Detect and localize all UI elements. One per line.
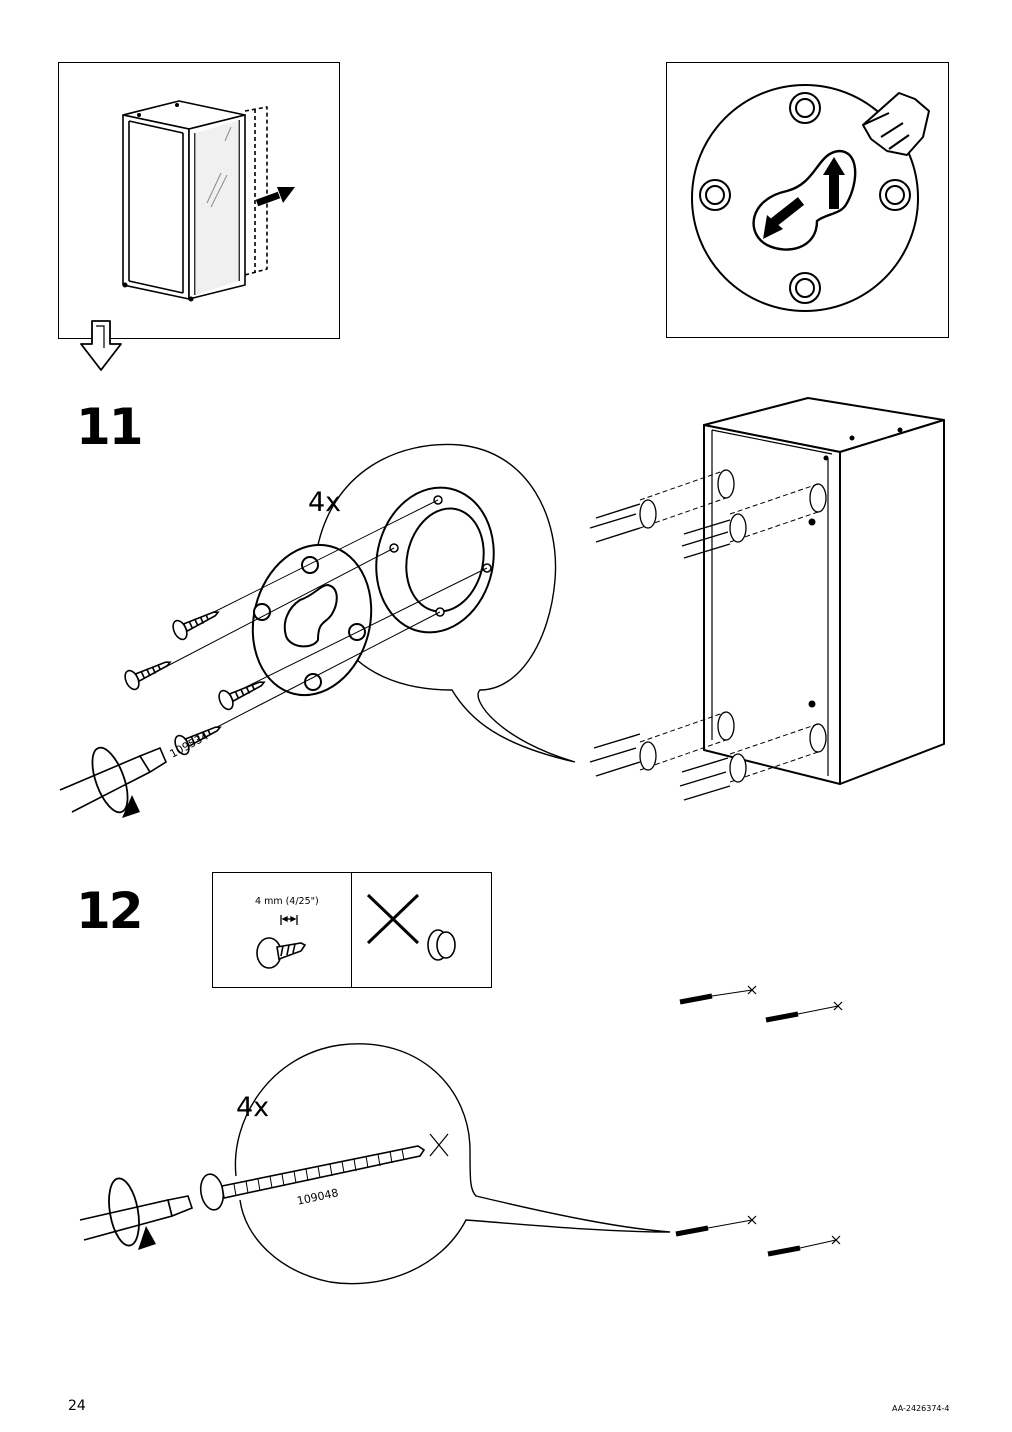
x-mark-icon	[366, 893, 456, 961]
hand-pointing-icon	[862, 92, 930, 156]
screw-with-cap-icon	[256, 915, 307, 969]
mounting-plate-illustration	[691, 84, 930, 312]
page-number: 24	[68, 1398, 86, 1414]
screwdriver-icon	[59, 746, 168, 813]
screw-109048	[199, 1145, 426, 1211]
step-12-illustration	[79, 985, 843, 1285]
mounting-plate-detail-panel	[666, 62, 949, 338]
screwdriver-icon	[79, 1195, 193, 1241]
pull-arrow-icon	[255, 187, 295, 207]
step-11-number: 11	[76, 398, 144, 456]
cabinet-door-illustration	[122, 100, 295, 302]
cabinet-removal-panel	[58, 62, 340, 339]
step-11-illustration	[59, 397, 945, 818]
document-code: AA-2426374-4	[892, 1404, 950, 1413]
panel-divider	[351, 873, 353, 987]
continue-down-arrow-icon	[80, 320, 122, 371]
screws-109534	[124, 611, 266, 756]
screw-cap-info-panel: 4 mm (4/25")	[212, 872, 492, 988]
detail-bubble	[315, 443, 576, 763]
step-11-quantity: 4x	[308, 487, 342, 518]
step-12-number: 12	[76, 882, 144, 940]
step-12-quantity: 4x	[236, 1092, 270, 1123]
screw-length-label: 4 mm (4/25")	[255, 896, 319, 907]
rotate-arrow-icon	[91, 746, 129, 814]
keyhole-arrows	[763, 157, 845, 239]
detail-bubble-12	[234, 1043, 671, 1285]
rotate-arrow-icon	[108, 1177, 140, 1247]
